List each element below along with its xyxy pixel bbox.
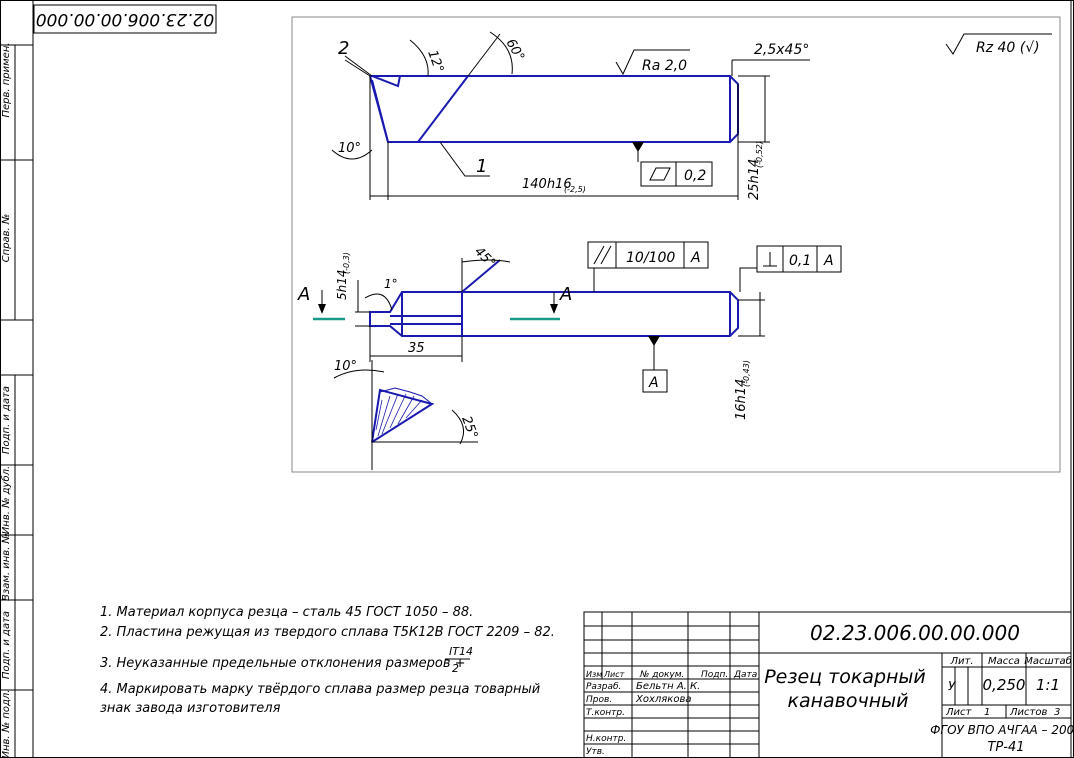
note-2: 2. Пластина режущая из твердого сплава Т… bbox=[100, 625, 555, 640]
strip-podp-data-1: Подп. и дата bbox=[1, 386, 12, 454]
strip-sprav-no: Справ. № bbox=[1, 214, 12, 263]
tb-name-1: Резец токарный bbox=[764, 666, 926, 688]
tb-list-label: Лист bbox=[945, 707, 973, 718]
tb-masshtab-value: 1:1 bbox=[1036, 676, 1060, 694]
length-dim: 140h16 (-2,5) bbox=[522, 177, 586, 194]
tb-listov-label: Листов bbox=[1009, 707, 1047, 718]
svg-text:(-0,43): (-0,43) bbox=[742, 360, 751, 387]
datum-a: A bbox=[648, 375, 659, 391]
len-35: 35 bbox=[408, 341, 425, 356]
width-dim: 5h14 (-0,3) bbox=[335, 252, 351, 300]
tb-razrab: Разраб. bbox=[586, 682, 621, 692]
top-stamp-box bbox=[33, 4, 217, 34]
angle-1: 1° bbox=[384, 277, 398, 291]
svg-text:25h14: 25h14 bbox=[747, 159, 762, 200]
roughness-text: Rz 40 (√) bbox=[976, 40, 1040, 56]
strip-vzam-inv: Взам. инв. № bbox=[1, 533, 12, 601]
tb-col-data: Дата bbox=[733, 670, 757, 680]
height16-dim: 16h14 (-0,43) bbox=[734, 360, 751, 420]
top-view: 1 2 12° 60° 10° Ra 2,0 2,5x45° 0,2 140h1… bbox=[331, 31, 810, 200]
tb-org-1: ФГОУ ВПО АЧГАА – 2006 bbox=[930, 723, 1074, 737]
perp-value: 0,1 bbox=[789, 253, 811, 269]
callout-1: 1 bbox=[476, 156, 487, 177]
left-strip: Перв. примен. Справ. № Подп. и дата Инв.… bbox=[0, 42, 33, 758]
chamfer-value: 2,5x45° bbox=[754, 42, 809, 58]
tb-col-list: Лист bbox=[603, 670, 625, 679]
flatness-value: 0,2 bbox=[684, 168, 706, 184]
tb-massa-value: 0,250 bbox=[983, 676, 1026, 694]
tb-listov-value: 3 bbox=[1054, 707, 1060, 718]
section-a-left: A bbox=[297, 284, 310, 305]
tb-razrab-name: Бельтн А. К. bbox=[636, 681, 700, 692]
section-angle-25: 25° bbox=[458, 414, 480, 441]
strip-perv-primen: Перв. примен. bbox=[1, 42, 12, 117]
note-4: 4. Маркировать марку твёрдого сплава раз… bbox=[100, 682, 540, 697]
tb-n-kontr: Н.контр. bbox=[586, 734, 626, 744]
section-angle-10: 10° bbox=[334, 359, 357, 374]
svg-text:(-0,52): (-0,52) bbox=[755, 141, 764, 168]
roughness-symbol: Rz 40 (√) bbox=[945, 33, 1052, 56]
tb-masshtab-label: Масштаб bbox=[1024, 655, 1072, 667]
technical-notes: 1. Материал корпуса резца – сталь 45 ГОС… bbox=[100, 605, 555, 716]
parallel-datum: A bbox=[690, 250, 701, 266]
tb-prov-name: Хохлякова bbox=[635, 694, 691, 705]
tb-lit-label: Лит. bbox=[949, 656, 973, 667]
angle-12: 12° bbox=[424, 48, 446, 75]
tb-lit-value: У bbox=[948, 679, 956, 693]
tb-col-dokum: № докум. bbox=[639, 670, 684, 680]
note-1: 1. Материал корпуса резца – сталь 45 ГОС… bbox=[100, 605, 473, 620]
note-4b: знак завода изготовителя bbox=[100, 701, 281, 716]
perp-datum: A bbox=[823, 253, 834, 269]
tb-prov: Пров. bbox=[586, 695, 612, 705]
parallel-value: 10/100 bbox=[626, 250, 675, 266]
tb-list-value: 1 bbox=[984, 707, 990, 718]
section-view: 10° 25° bbox=[333, 359, 480, 470]
top-stamp-code: 02.23.006.00.00.000 bbox=[36, 9, 214, 29]
tb-massa-label: Масса bbox=[988, 656, 1020, 667]
tb-col-izm: Изм bbox=[586, 670, 602, 679]
callout-2: 2 bbox=[338, 38, 349, 59]
title-block: 02.23.006.00.00.000 Резец токарный канав… bbox=[583, 611, 1074, 758]
tb-name-2: канавочный bbox=[787, 690, 908, 712]
svg-text:5h14: 5h14 bbox=[335, 269, 349, 300]
strip-inv-dubl: Инв. № дубл. bbox=[0, 466, 12, 534]
tb-code: 02.23.006.00.00.000 bbox=[810, 621, 1020, 645]
svg-text:(-2,5): (-2,5) bbox=[564, 185, 586, 194]
svg-text:16h14: 16h14 bbox=[734, 379, 749, 420]
bottom-view: A A 10/100 A 0,1 A A bbox=[297, 241, 842, 420]
angle-60: 60° bbox=[503, 37, 528, 64]
note-3: 3. Неуказанные предельные отклонения раз… bbox=[100, 656, 466, 671]
tb-t-kontr: Т.контр. bbox=[586, 708, 625, 718]
tb-col-podp: Подп. bbox=[701, 670, 728, 680]
tb-utv: Утв. bbox=[586, 747, 605, 757]
note-3-frac-num: IT14 bbox=[449, 645, 473, 658]
height-dim: 25h14 (-0,52) bbox=[747, 141, 764, 200]
tb-org-2: ТР-41 bbox=[987, 740, 1024, 755]
angle-45: 45° bbox=[471, 244, 498, 271]
ra-value: Ra 2,0 bbox=[642, 58, 687, 74]
angle-10-top: 10° bbox=[338, 141, 361, 156]
svg-text:140h16: 140h16 bbox=[522, 177, 572, 192]
note-3-frac-den: 2 bbox=[452, 662, 459, 675]
svg-text:(-0,3): (-0,3) bbox=[342, 252, 351, 274]
section-a-right: A bbox=[559, 284, 572, 305]
strip-podp-data-2: Подп. и дата bbox=[1, 611, 12, 679]
view-frame bbox=[291, 16, 1061, 473]
strip-inv-podl: Инв. № подл. bbox=[1, 690, 12, 758]
